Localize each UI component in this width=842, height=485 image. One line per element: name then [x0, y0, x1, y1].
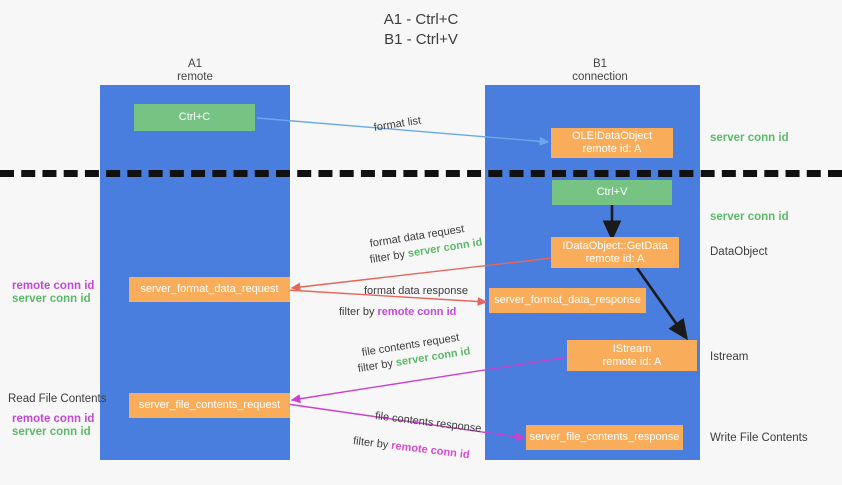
box-istream-line2: remote id: A [602, 355, 662, 368]
edge-label-file-contents-response-filter: filter by remote conn id [352, 434, 470, 463]
edge-label-format-list: format list [372, 114, 422, 134]
box-istream-line1: IStream [612, 342, 652, 355]
edge-label-format-data-response: format data response [364, 285, 468, 297]
box-idataobject-getdata[interactable]: IDataObject::GetData remote id: A [551, 237, 679, 268]
box-server-format-data-request[interactable]: server_format_data_request [129, 277, 290, 302]
annotation-write-file-contents: Write File Contents [710, 432, 808, 444]
filter-prefix: filter by [339, 306, 378, 318]
edge-label-file-contents-response: file contents response [374, 410, 483, 436]
lane-header-a1: A1 remote [177, 58, 213, 83]
filter-value: remote conn id [390, 439, 471, 462]
box-server-format-data-request-label: server_format_data_request [140, 283, 279, 295]
annotation-read-file-contents: Read File Contents [8, 393, 107, 405]
annotation-server-conn-id-top: server conn id [710, 132, 789, 144]
box-istream[interactable]: IStream remote id: A [567, 340, 697, 371]
lane-header-b1: B1 connection [572, 58, 628, 83]
box-ole-idataobject-line2: remote id: A [582, 143, 642, 155]
phase-divider [0, 170, 842, 177]
box-server-file-contents-response[interactable]: server_file_contents_response [526, 425, 683, 450]
box-ctrl-c[interactable]: Ctrl+C [134, 104, 255, 131]
annotation-dataobject: DataObject [710, 246, 768, 258]
filter-prefix: filter by [352, 435, 393, 452]
annotation-server-conn-id-1: server conn id [12, 293, 91, 305]
annotation-remote-conn-id-2: remote conn id [12, 413, 95, 425]
box-idataobject-getdata-line1: IDataObject::GetData [562, 239, 668, 252]
box-server-file-contents-request[interactable]: server_file_contents_request [129, 393, 290, 418]
box-idataobject-getdata-line2: remote id: A [585, 252, 645, 265]
box-ctrl-v-label: Ctrl+V [596, 186, 628, 198]
annotation-remote-conn-id-1: remote conn id [12, 280, 95, 292]
box-server-format-data-response[interactable]: server_format_data_response [489, 288, 646, 313]
box-server-file-contents-request-label: server_file_contents_request [138, 399, 281, 411]
page-title: A1 - Ctrl+C B1 - Ctrl+V [383, 11, 459, 48]
box-server-file-contents-response-label: server_file_contents_response [529, 431, 680, 443]
annotation-server-conn-id-2: server conn id [12, 426, 91, 438]
box-ole-idataobject-line1: OLEIDataObject [571, 130, 653, 142]
annotation-istream: Istream [710, 351, 749, 363]
box-ole-idataobject[interactable]: OLEIDataObject remote id: A [551, 128, 673, 158]
box-ctrl-c-label: Ctrl+C [178, 111, 211, 123]
box-server-format-data-response-label: server_format_data_response [494, 294, 641, 306]
edge-label-format-data-response-filter: filter by remote conn id [339, 305, 456, 320]
annotation-server-conn-id-mid: server conn id [710, 211, 789, 223]
filter-value: remote conn id [377, 306, 457, 318]
box-ctrl-v[interactable]: Ctrl+V [552, 180, 672, 205]
